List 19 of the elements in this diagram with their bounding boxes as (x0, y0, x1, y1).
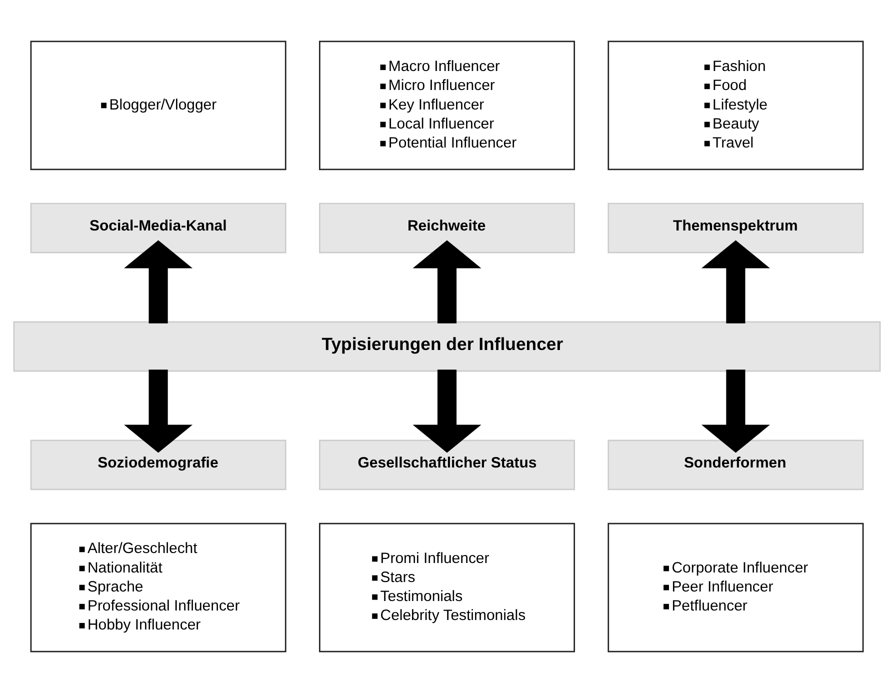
node-box: Blogger/Vlogger (30, 40, 286, 170)
arrow (124, 369, 193, 452)
node-box: Typisierungen der Influencer (13, 320, 881, 372)
arrow (412, 369, 482, 452)
arrow (124, 240, 193, 323)
node-box: Reichweite (319, 202, 575, 253)
node-box: Macro Influencer Micro Influencer Key Influencer Local Influencer Potential Influencer (319, 40, 575, 170)
node-box: Sonderformen (608, 439, 864, 490)
node-box: Gesellschaftlicher Status (319, 439, 575, 490)
node-box: Social-Media-Kanal (30, 202, 286, 253)
node-box: Promi Influencer Stars Testimonials Celebrity Testimonials (319, 522, 575, 652)
node-box: Soziodemografie (30, 439, 286, 490)
node-box: Themenspektrum (608, 202, 864, 253)
node-box: Alter/Geschlecht Nationalität Sprache Professional Influencer Hobby Influencer (30, 522, 286, 652)
arrow (412, 240, 482, 323)
arrow (701, 369, 770, 452)
arrow (701, 240, 770, 323)
node-box: Corporate Influencer Peer Influencer Petfluencer (608, 522, 864, 652)
node-box: Fashion Food Lifestyle Beauty Travel (608, 40, 864, 170)
